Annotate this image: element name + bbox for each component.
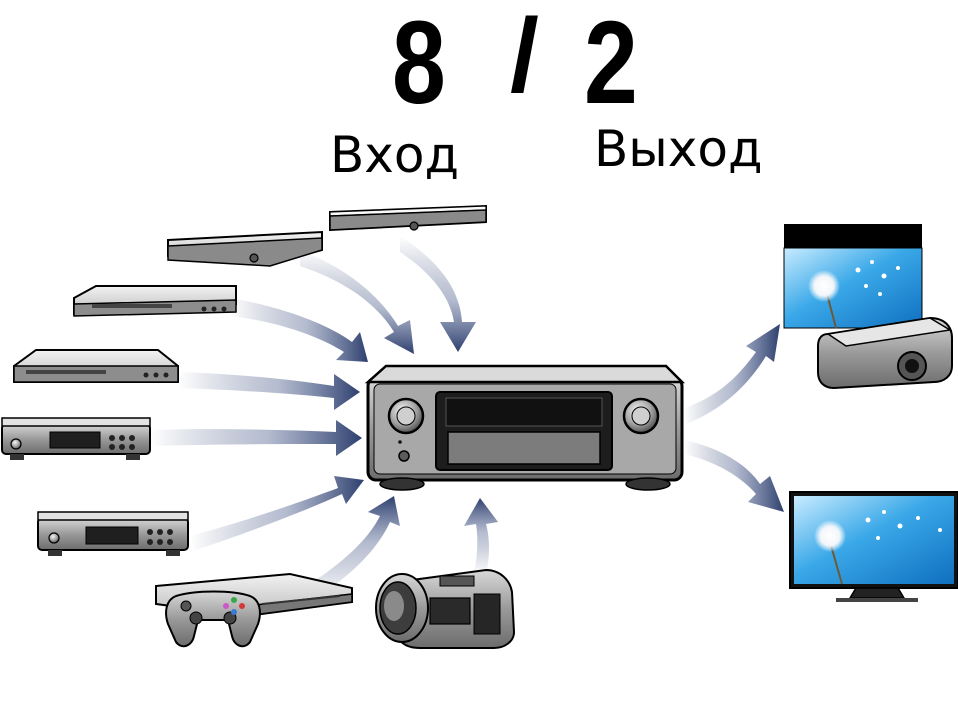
cd-player-icon xyxy=(37,511,189,556)
cd-player-icon xyxy=(1,417,151,460)
outputs-count: 2 xyxy=(584,0,638,129)
blu-ray-player-icon xyxy=(167,230,323,267)
output-label: Выход xyxy=(594,120,763,178)
input-arrows xyxy=(150,236,498,600)
count-separator: / xyxy=(510,0,539,114)
projector-icon xyxy=(783,224,958,420)
output-arrows xyxy=(684,324,784,512)
camcorder-icon xyxy=(375,568,516,649)
av-receiver-icon xyxy=(364,364,686,491)
game-console-icon xyxy=(155,572,353,648)
input-label: Вход xyxy=(330,126,460,184)
dvd-player-icon xyxy=(13,349,179,383)
dvd-player-icon xyxy=(73,285,237,317)
inputs-count: 8 xyxy=(392,0,446,129)
blu-ray-player-icon xyxy=(329,204,487,232)
tv-icon xyxy=(789,491,958,602)
